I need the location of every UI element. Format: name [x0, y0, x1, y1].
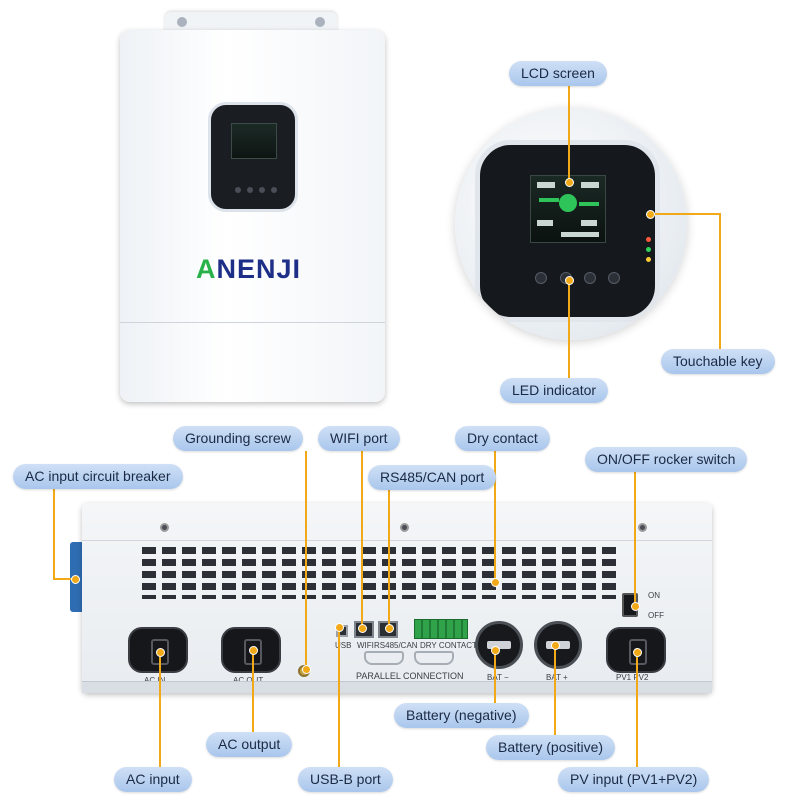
parallel-port-1[interactable]	[364, 651, 404, 665]
marker-ac-in	[155, 647, 165, 657]
marker-grounding	[301, 664, 311, 674]
inverter-front-view: ANENJI	[120, 30, 385, 402]
ac-output-socket[interactable]	[221, 627, 281, 673]
marker-bat-pos	[550, 640, 560, 650]
marker-rs485	[384, 623, 394, 633]
dry-contact-label: DRY CONTACT	[420, 641, 477, 650]
leader-wifi	[361, 451, 363, 628]
callout-battery-positive: Battery (positive)	[486, 735, 616, 760]
rear-top-band	[82, 503, 712, 541]
leader-bat-neg	[494, 650, 496, 706]
callout-ac-output: AC output	[206, 732, 293, 757]
pv-input-socket[interactable]	[606, 627, 666, 673]
leader-touch-key-h	[650, 213, 720, 215]
callout-grounding-screw: Grounding screw	[173, 426, 303, 451]
lcd-segment	[537, 220, 553, 226]
callout-touchable-key: Touchable key	[661, 349, 775, 374]
leader-rs485	[388, 490, 390, 628]
callout-rs485-can-port: RS485/CAN port	[368, 465, 497, 490]
rs485-label: RS485/CAN	[374, 641, 418, 650]
switch-on-label: ON	[648, 591, 660, 600]
led-red	[646, 237, 651, 242]
front-key	[259, 187, 265, 193]
dry-contact-terminal[interactable]	[414, 619, 468, 639]
callout-usb-b-port: USB-B port	[298, 767, 393, 792]
front-key	[271, 187, 277, 193]
leader-ac-out	[252, 650, 254, 732]
front-key	[235, 187, 241, 193]
front-lcd	[231, 123, 277, 159]
lcd-zoom-view	[455, 108, 687, 340]
parallel-connection-label: PARALLEL CONNECTION	[356, 671, 464, 681]
marker-switch	[630, 601, 640, 611]
callout-battery-negative: Battery (negative)	[394, 703, 529, 728]
marker-wifi	[357, 623, 367, 633]
leader-touch-key-v	[719, 213, 721, 349]
callout-led-indicator: LED indicator	[500, 378, 609, 403]
leader-ac-in	[159, 652, 161, 767]
led-yellow	[646, 257, 651, 262]
callout-on-off-switch: ON/OFF rocker switch	[585, 447, 748, 472]
leader-breaker-v	[53, 489, 55, 579]
leader-usb	[338, 627, 340, 767]
leader-dry-contact	[494, 451, 496, 582]
front-key	[247, 187, 253, 193]
bat-neg-label: BAT −	[487, 673, 509, 682]
marker-bat-neg	[490, 645, 500, 655]
lcd-segment	[561, 232, 599, 237]
screw	[160, 523, 169, 532]
lcd-flow-line	[579, 202, 599, 206]
screw	[400, 523, 409, 532]
marker-dry-contact	[490, 577, 500, 587]
lcd-segment	[581, 182, 599, 188]
usb-label: USB	[335, 641, 352, 650]
leader-lcd	[568, 86, 570, 182]
led-green	[646, 247, 651, 252]
switch-off-label: OFF	[648, 611, 664, 620]
leader-bat-pos	[554, 645, 556, 735]
inverter-rear-view: AC IN AC OUT USB WIFI RS485/CAN DRY CONT…	[82, 503, 712, 693]
lcd-flow-line	[539, 198, 559, 202]
callout-pv-input: PV input (PV1+PV2)	[558, 767, 710, 792]
leader-grounding	[305, 451, 307, 669]
front-display-bezel	[208, 102, 298, 212]
front-panel-seam	[120, 322, 385, 323]
callout-ac-input: AC input	[114, 767, 192, 792]
leader-led	[568, 280, 570, 378]
leader-pv	[636, 652, 638, 767]
marker-usb	[334, 622, 344, 632]
brand-logo: ANENJI	[196, 254, 302, 284]
lcd-center-icon	[559, 194, 577, 212]
lcd-segment	[581, 220, 597, 226]
callout-wifi-port: WIFI port	[318, 426, 400, 451]
lcd-segment	[537, 182, 555, 188]
battery-negative-connector[interactable]	[475, 621, 523, 669]
callout-ac-input-breaker: AC input circuit breaker	[13, 464, 183, 489]
cooling-vent	[142, 547, 622, 599]
parallel-port-2[interactable]	[414, 651, 454, 665]
marker-ac-out	[248, 645, 258, 655]
mount-hole	[315, 17, 325, 27]
marker-breaker	[70, 574, 80, 584]
touch-key[interactable]	[535, 272, 547, 284]
bat-pos-label: BAT +	[546, 673, 568, 682]
marker-touch-key	[645, 209, 655, 219]
leader-switch	[634, 472, 636, 606]
screw	[638, 523, 647, 532]
leader-breaker-h	[53, 578, 75, 580]
callout-dry-contact: Dry contact	[455, 426, 550, 451]
rear-bottom-rail	[82, 681, 712, 693]
mount-hole	[177, 17, 187, 27]
wifi-label: WIFI	[357, 641, 374, 650]
callout-lcd-screen: LCD screen	[509, 61, 607, 86]
marker-pv	[632, 647, 642, 657]
touch-key[interactable]	[584, 272, 596, 284]
marker-lcd	[564, 177, 574, 187]
ac-in-label: AC IN	[144, 676, 165, 685]
pv-label: PV1 PV2	[616, 673, 649, 682]
ac-out-label: AC OUT	[233, 676, 263, 685]
touch-key[interactable]	[608, 272, 620, 284]
marker-led	[564, 275, 574, 285]
